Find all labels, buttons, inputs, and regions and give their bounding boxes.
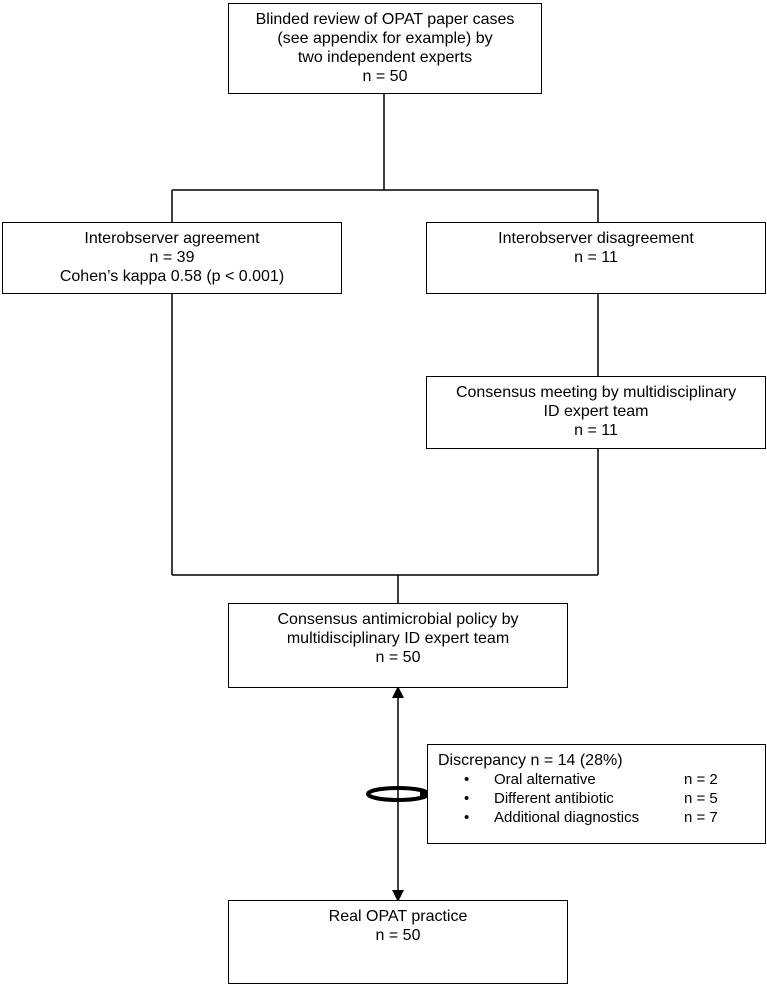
review-line-3: two independent experts <box>297 49 473 66</box>
review-line-2: (see appendix for example) by <box>277 30 493 47</box>
disagreement-line-1: Interobserver disagreement <box>498 230 694 247</box>
box-consensus-policy: Consensus antimicrobial policy by multid… <box>228 603 568 688</box>
box-blinded-review: Blinded review of OPAT paper cases (see … <box>228 3 542 94</box>
agreement-line-3: Cohen’s kappa 0.58 (p < 0.001) <box>59 268 285 285</box>
box-discrepancy: Discrepancy n = 14 (28%) • Oral alternat… <box>427 744 766 844</box>
discrepancy-item-count: n = 7 <box>684 809 718 826</box>
meeting-line-3: n = 11 <box>574 422 618 439</box>
box-real-opat-practice: Real OPAT practice n = 50 <box>228 900 568 984</box>
review-line-1: Blinded review of OPAT paper cases <box>255 11 515 28</box>
discrepancy-list: • Oral alternative n = 2 • Different ant… <box>438 770 765 827</box>
discrepancy-item: • Additional diagnostics n = 7 <box>438 808 765 827</box>
discrepancy-item-label: Oral alternative <box>494 771 596 788</box>
agreement-line-2: n = 39 <box>149 249 195 266</box>
bullet-icon: • <box>464 809 470 826</box>
policy-line-1: Consensus antimicrobial policy by <box>277 611 519 628</box>
meeting-line-2: ID expert team <box>543 403 649 420</box>
box-consensus-meeting: Consensus meeting by multidisciplinary I… <box>426 376 766 449</box>
curved-arrow-head <box>420 788 432 800</box>
agreement-line-1: Interobserver agreement <box>84 230 260 247</box>
box-interobserver-agreement: Interobserver agreement n = 39 Cohen’s k… <box>2 222 342 294</box>
policy-line-2: multidisciplinary ID expert team <box>286 630 510 647</box>
discrepancy-item: • Oral alternative n = 2 <box>438 770 765 789</box>
policy-line-3: n = 50 <box>375 649 421 666</box>
discrepancy-item-label: Different antibiotic <box>494 790 614 807</box>
bullet-icon: • <box>464 790 470 807</box>
discrepancy-item-count: n = 2 <box>684 771 718 788</box>
meeting-line-1: Consensus meeting by multidisciplinary <box>455 384 737 401</box>
bullet-icon: • <box>464 771 470 788</box>
review-line-4: n = 50 <box>362 68 408 85</box>
discrepancy-item: • Different antibiotic n = 5 <box>438 789 765 808</box>
discrepancy-item-label: Additional diagnostics <box>494 809 640 826</box>
practice-line-1: Real OPAT practice <box>328 908 468 925</box>
box-interobserver-disagreement: Interobserver disagreement n = 11 <box>426 222 766 294</box>
discrepancy-item-count: n = 5 <box>684 790 718 807</box>
discrepancy-title: Discrepancy n = 14 (28%) <box>438 752 623 769</box>
disagreement-line-2: n = 11 <box>574 249 618 266</box>
practice-line-2: n = 50 <box>375 927 421 944</box>
